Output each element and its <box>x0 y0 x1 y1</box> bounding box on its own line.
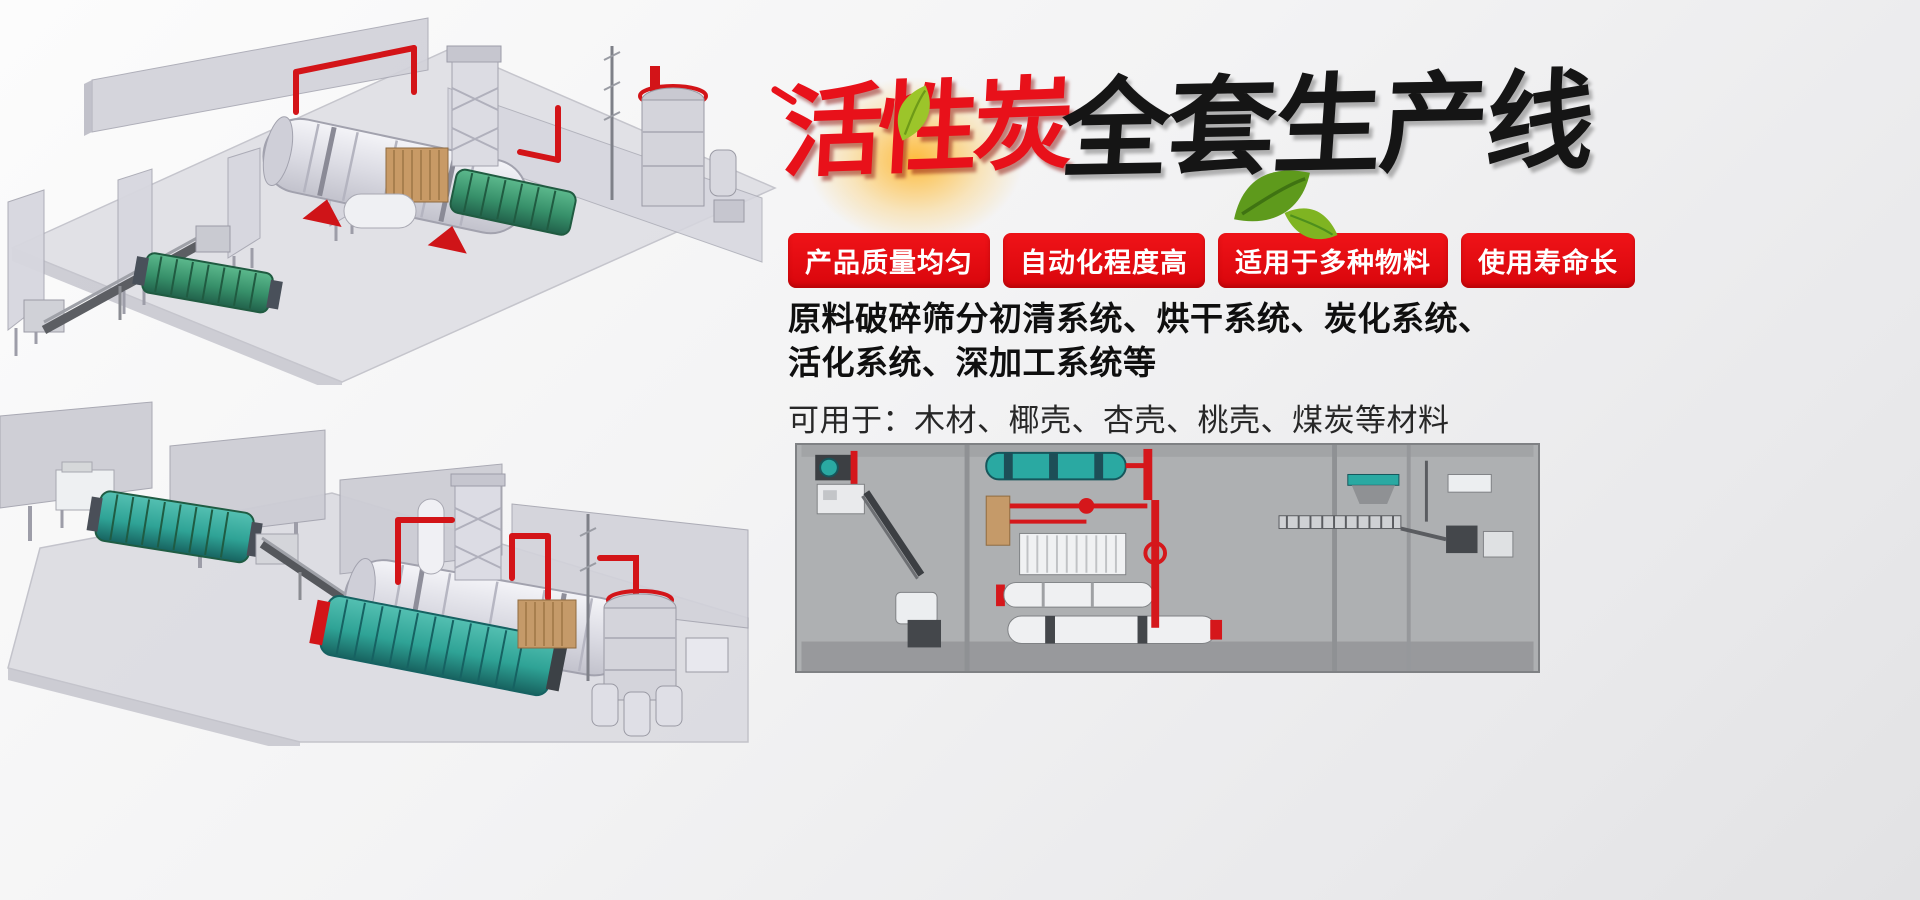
furnace-cluster <box>603 46 745 223</box>
partition-wall <box>1406 445 1411 671</box>
red-piping <box>395 517 551 601</box>
furnace-cluster <box>579 514 729 737</box>
production-line-render-bottom <box>0 401 749 746</box>
production-line-schematic <box>801 445 1534 671</box>
condenser-cylinder <box>417 498 445 575</box>
production-line-schematic-box <box>795 443 1540 673</box>
lattice-tower <box>446 45 502 167</box>
brick-radiator-box <box>517 599 577 649</box>
title-black-text: 全套生产线 <box>1057 60 1597 191</box>
production-line-render-top <box>7 17 777 385</box>
right-wall-panel <box>447 87 763 263</box>
teal-activation-drum <box>309 595 568 697</box>
infeed-conveyor <box>23 225 231 334</box>
transfer-conveyor <box>255 533 351 606</box>
red-piping <box>293 45 561 163</box>
materials-line: 可用于：木材、椰壳、杏壳、桃壳、煤炭等材料 <box>788 403 1450 439</box>
brick-radiator-box <box>385 147 449 203</box>
green-rotary-drum <box>86 490 263 564</box>
feature-badge-materials: 适用于多种物料 <box>1218 233 1448 288</box>
description-block: 原料破碎筛分初清系统、烘干系统、炭化系统、 活化系统、深加工系统等 可用于：木材… <box>788 297 1492 440</box>
feature-badge-lifespan: 使用寿命长 <box>1461 233 1635 288</box>
leaf-icon <box>1234 170 1310 222</box>
feature-badge-automation: 自动化程度高 <box>1003 233 1205 288</box>
systems-line-1: 原料破碎筛分初清系统、烘干系统、炭化系统、 <box>788 300 1492 337</box>
partition-wall <box>964 445 970 671</box>
feature-badges: 产品质量均匀 自动化程度高 适用于多种物料 使用寿命长 <box>788 233 1635 288</box>
back-wall-panel <box>84 17 429 136</box>
systems-line-2: 活化系统、深加工系统等 <box>788 344 1157 382</box>
green-rotary-drum-left <box>132 252 283 314</box>
lattice-tower <box>450 473 506 581</box>
white-tank <box>343 193 417 229</box>
leaf-icon <box>1284 208 1338 240</box>
schematic-left-cluster <box>815 450 942 648</box>
schematic-right-cluster <box>1278 460 1514 558</box>
feature-badge-quality: 产品质量均匀 <box>788 233 990 288</box>
schematic-center-cluster <box>985 448 1223 644</box>
partition-wall <box>1332 445 1337 671</box>
green-rotary-drum-right <box>449 168 577 236</box>
leaf-icon <box>897 85 930 141</box>
